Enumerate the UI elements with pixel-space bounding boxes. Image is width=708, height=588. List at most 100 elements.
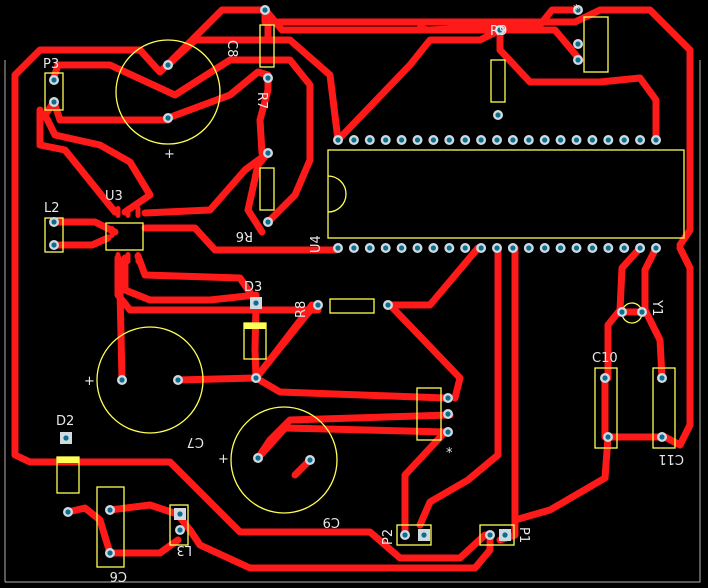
r8-outline [329, 298, 375, 314]
trace [254, 424, 449, 462]
trace [386, 301, 464, 402]
label-u3: U3 [105, 189, 123, 204]
label-r6: R6 [236, 228, 253, 243]
u3-outline [105, 222, 144, 251]
label-y1: Y1 [649, 299, 664, 316]
pad-hole [65, 509, 71, 515]
label-c7: C7 [187, 434, 204, 449]
smd-pad [115, 252, 121, 264]
label-p1: P1 [516, 527, 531, 543]
pad-hole [383, 245, 389, 251]
pad-hole [487, 532, 493, 538]
trace [64, 504, 114, 557]
trace [141, 149, 272, 217]
trace [106, 536, 182, 557]
trace [606, 244, 694, 449]
trace [334, 26, 504, 144]
pad-hole [421, 532, 427, 538]
pad-hole [402, 532, 408, 538]
trace [416, 6, 579, 34]
pad-hole [637, 245, 643, 251]
trace [416, 244, 502, 529]
pad-hole [497, 27, 503, 33]
board-outline [4, 60, 701, 583]
pad-hole [639, 309, 645, 315]
pad-hole [558, 245, 564, 251]
pad-hole [430, 245, 436, 251]
l3-outline [169, 504, 189, 546]
pad-hole [605, 137, 611, 143]
label-l3: L3 [176, 542, 192, 557]
p3-outline [44, 72, 64, 111]
pad-hole [589, 245, 596, 251]
pad-hole [265, 75, 271, 81]
pad-hole [542, 245, 548, 251]
pad-hole [605, 245, 611, 251]
pad-hole [445, 429, 451, 435]
pad-hole [414, 245, 421, 251]
trace [11, 6, 489, 562]
trace [174, 301, 316, 384]
pad-hole [502, 532, 508, 538]
trace [252, 304, 316, 382]
pad-hole [478, 137, 484, 143]
pad-hole [526, 137, 532, 143]
pad-hole [575, 57, 581, 63]
pad-hole [253, 375, 259, 381]
trace [252, 374, 449, 402]
pad-hole [335, 245, 341, 251]
polarity-plus-c9: + [218, 452, 229, 467]
label-r7: R7 [254, 92, 269, 109]
pad-hole [367, 137, 373, 143]
label-r8: R8 [294, 301, 309, 318]
pad-hole [510, 245, 516, 251]
pad-hole [399, 245, 405, 251]
smd-pad [125, 206, 131, 218]
r7-outline [259, 24, 275, 68]
label-c6: C6 [110, 568, 127, 583]
pad-hole [495, 112, 501, 118]
trace [134, 252, 259, 304]
pad-hole [462, 245, 468, 251]
pad-hole [558, 137, 564, 143]
pad-hole [573, 137, 580, 143]
p1-outline [479, 524, 515, 546]
label-l2: L2 [44, 201, 60, 216]
label-u4: U4 [309, 235, 324, 253]
pad-hole [659, 375, 665, 381]
smd-pad [135, 252, 141, 264]
pad-hole [253, 300, 259, 306]
pad-hole [575, 41, 581, 47]
pad-hole [175, 377, 181, 383]
pad-hole [510, 137, 516, 143]
smd-pad [115, 206, 121, 218]
pad-hole [446, 245, 452, 251]
pad-hole [399, 137, 405, 143]
trace [164, 68, 272, 122]
smd-pad [135, 206, 141, 218]
pad-hole [445, 411, 451, 417]
trace [256, 74, 272, 157]
d2-cathode-band [57, 457, 79, 463]
pin1-mark-top-header: * [573, 3, 580, 18]
trace [141, 224, 340, 254]
pad-hole [653, 245, 659, 251]
label-c8: C8 [224, 40, 239, 57]
pad-hole [446, 137, 452, 143]
label-r9: R9 [490, 24, 507, 39]
trace [50, 218, 119, 236]
pad-hole [526, 245, 532, 251]
c6-outline [96, 486, 125, 568]
pad-hole [63, 435, 69, 441]
u4-outline [327, 149, 685, 239]
pad-hole [265, 150, 271, 156]
trace [386, 244, 482, 309]
trace [164, 36, 342, 144]
pad-hole [51, 219, 57, 225]
trace [254, 411, 454, 462]
header-top-outline [583, 16, 609, 73]
pad-hole [589, 137, 596, 143]
pad-hole [367, 245, 373, 251]
